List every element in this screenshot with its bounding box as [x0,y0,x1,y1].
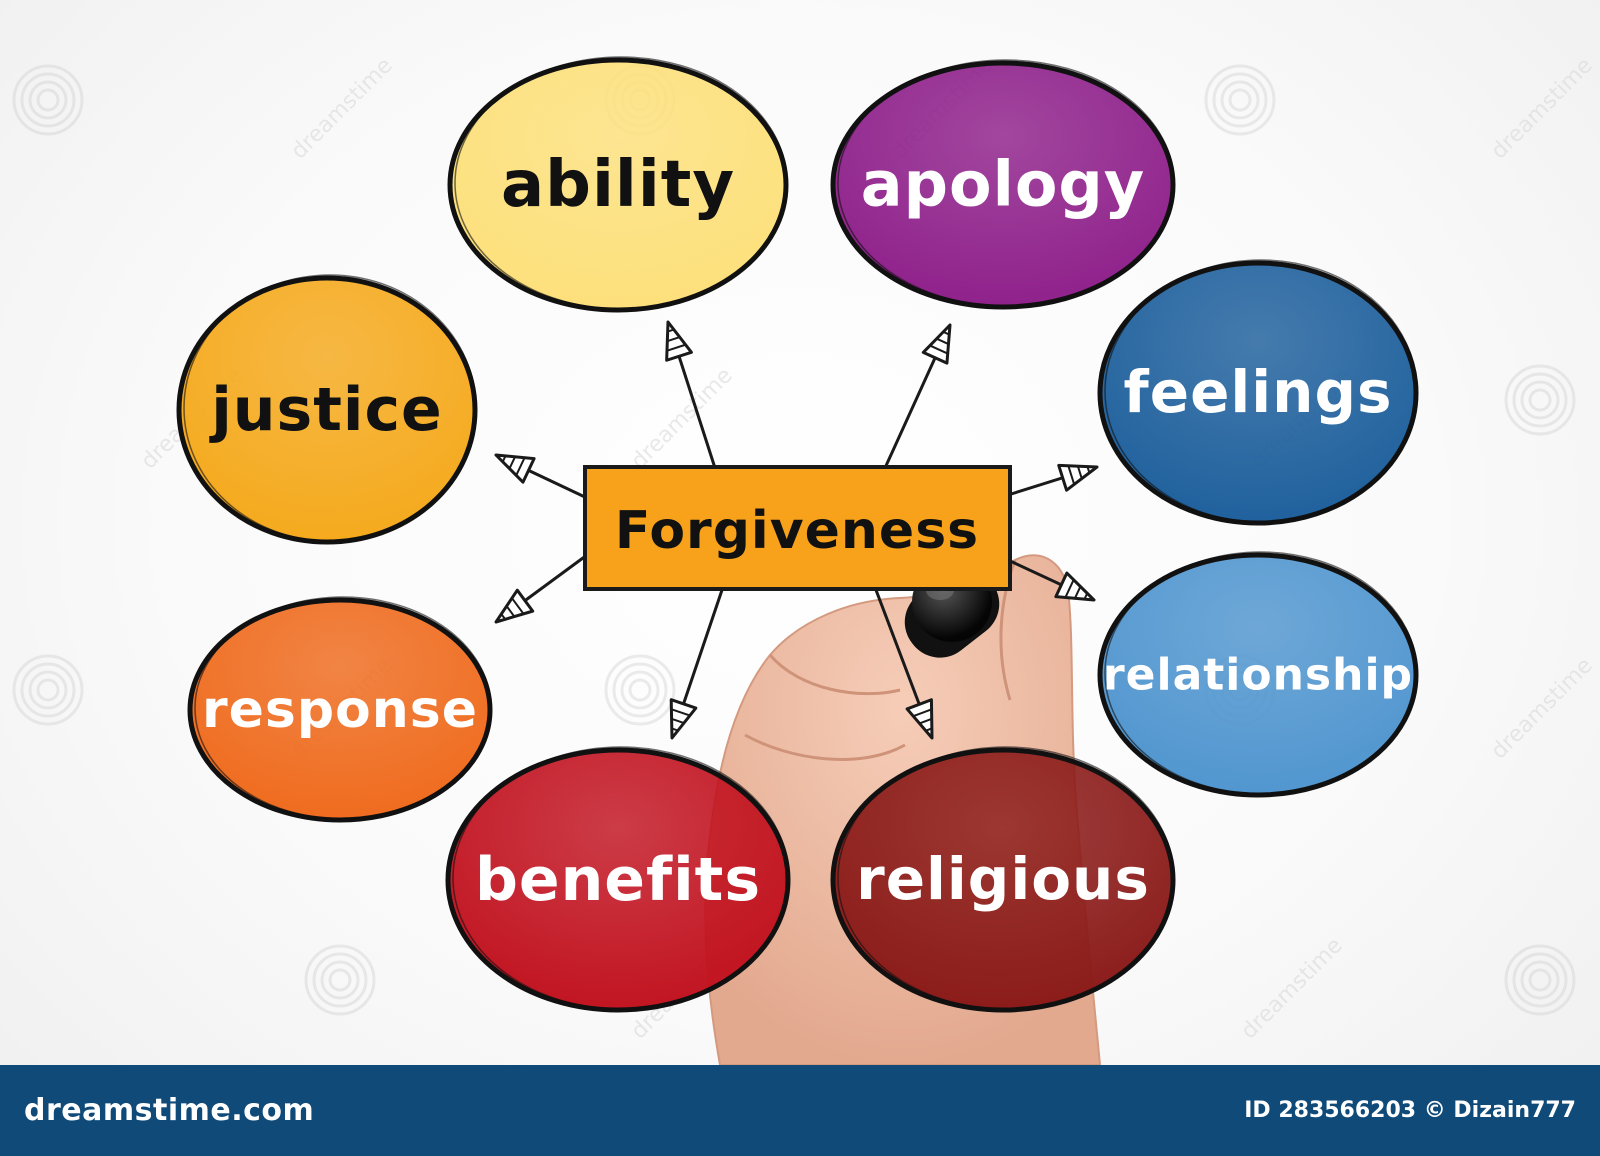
arrow-to-feelings [1007,463,1099,497]
arrow-to-relationship [1007,558,1096,602]
watermark-logo [304,944,376,1016]
watermark-text: dreamstime [1487,53,1598,164]
arrow-layer [494,320,1099,740]
footer-bar: dreamstime.com ID 283566203 © Dizain777 [0,1065,1600,1156]
watermark-text: dreamstime [287,53,398,164]
node-justice-label: justice [209,375,443,445]
arrow-to-apology [883,323,952,469]
footer-logo[interactable]: dreamstime.com [24,1093,315,1128]
node-religious-label: religious [856,845,1150,913]
arrow-to-response [494,553,588,624]
node-apology-label: apology [861,147,1145,220]
arrow-to-ability [665,320,717,469]
watermark-logo [12,64,84,136]
mind-map-diagram: dreamstime dreamstime dreamstime dreamstime… [12,53,1598,1065]
node-benefits: benefits [445,746,791,1013]
node-relationship-label: relationship [1103,650,1413,701]
node-justice: justice [176,274,478,545]
node-ability: ability [447,56,789,313]
arrow-to-justice [494,453,588,500]
watermark-logo [1504,944,1576,1016]
node-religious: religious [830,746,1176,1013]
watermark-logo [1204,64,1276,136]
footer-credit: ID 283566203 © Dizain777 [1244,1098,1576,1123]
node-relationship: relationship [1097,551,1419,798]
node-layer: ability apology justice feelings response rel… [176,56,1419,1013]
watermark-logo [12,654,84,726]
arrow-to-benefits [669,589,724,740]
node-feelings-label: feelings [1124,358,1393,426]
watermark-text: dreamstime [1487,653,1598,764]
node-benefits-label: benefits [475,845,761,915]
node-apology: apology [830,59,1176,310]
watermark-logo [1504,364,1576,436]
node-response: response [187,596,493,823]
node-ability-label: ability [501,148,735,222]
center-node-label: Forgiveness [615,501,979,561]
node-feelings: feelings [1097,259,1419,526]
watermark-text: dreamstime [1237,933,1348,1044]
watermark-text: dreamstime [627,363,738,474]
node-response-label: response [202,680,478,740]
watermark-logo [604,654,676,726]
arrow-to-religious [874,589,934,740]
center-node: Forgiveness [583,465,1012,591]
